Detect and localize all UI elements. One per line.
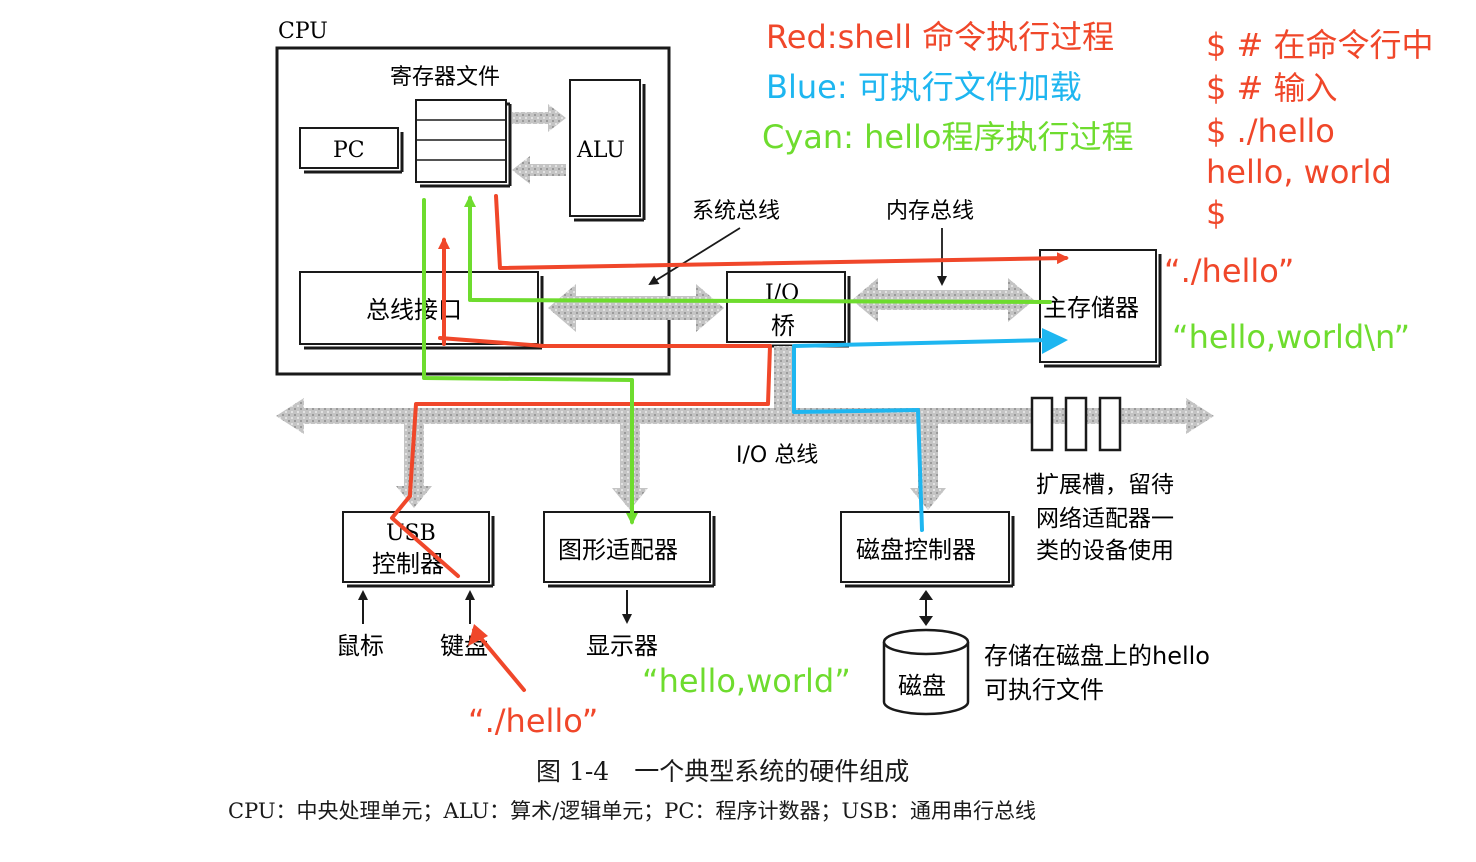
expansion-slots	[1030, 396, 1122, 452]
bridge-to-io-bus	[774, 346, 796, 408]
disk-controller-label: 磁盘控制器	[856, 536, 976, 564]
reg-to-alu-arrow	[512, 104, 566, 132]
io-bridge-box	[726, 271, 846, 343]
io-bus-to-usb	[396, 424, 432, 508]
terminal-line-1: $ # 在命令行中	[1206, 26, 1434, 64]
pc-box	[299, 127, 399, 169]
alu-label: ALU	[576, 138, 625, 163]
alu-box	[569, 79, 641, 217]
disk-cylinder	[882, 628, 970, 716]
legend-red: Red:shell 命令执行过程	[766, 18, 1114, 56]
terminal-line-3: $ ./hello	[1206, 112, 1335, 150]
expansion-label-3: 类的设备使用	[1036, 538, 1174, 564]
io-bus-to-disk-controller	[910, 424, 946, 510]
main-memory-label: 主存储器	[1043, 294, 1139, 322]
disk-note-1: 存储在磁盘上的hello	[984, 642, 1210, 670]
annotation-hello-world-display: “hello,world”	[642, 662, 851, 700]
system-bus-label: 系统总线	[692, 199, 780, 224]
system-bus	[548, 284, 724, 332]
annotation-hello-world-memory: “hello,world\n”	[1172, 318, 1410, 356]
pc-label: PC	[333, 138, 365, 163]
legend-blue: Blue: 可执行文件加载	[766, 68, 1082, 106]
usb-controller-box	[342, 511, 490, 583]
figure-caption: 图 1-4 一个典型系统的硬件组成	[536, 757, 909, 786]
display-label: 显示器	[586, 632, 658, 660]
annotation-hello-cmd-memory: “./hello”	[1164, 252, 1294, 290]
terminal-line-2: $ # 输入	[1206, 69, 1338, 107]
mouse-label: 鼠标	[336, 632, 384, 660]
io-bus	[276, 398, 1214, 434]
expansion-label-1: 扩展槽，留待	[1036, 472, 1174, 498]
terminal-line-4: hello, world	[1206, 153, 1392, 191]
figure-footnote: CPU：中央处理单元；ALU：算术/逻辑单元；PC：程序计数器；USB：通用串行…	[228, 799, 1036, 823]
red-shell-path	[390, 194, 1069, 692]
legend-cyan: Cyan: hello程序执行过程	[762, 118, 1133, 156]
register-file	[415, 99, 512, 188]
green-hello-path	[422, 195, 1052, 525]
disk-note-2: 可执行文件	[984, 676, 1104, 704]
memory-bus-label: 内存总线	[886, 199, 974, 224]
terminal-line-5: $	[1206, 194, 1226, 232]
register-file-label: 寄存器文件	[390, 65, 500, 90]
expansion-label-2: 网络适配器一	[1036, 506, 1174, 532]
graphics-label: 图形适配器	[558, 536, 678, 564]
cpu-label: CPU	[278, 19, 328, 44]
blue-load-path	[792, 338, 1052, 532]
annotation-hello-cmd-keyboard: “./hello”	[468, 702, 598, 740]
bus-interface-label: 总线接口	[366, 296, 462, 324]
disk-label: 磁盘	[898, 672, 946, 700]
io-bus-label: I/O 总线	[736, 443, 818, 468]
bus-interface-box	[299, 271, 539, 345]
alu-to-reg-arrow	[512, 156, 566, 184]
disk-controller-box	[840, 511, 1010, 583]
io-bridge-label-2: 桥	[771, 312, 795, 340]
